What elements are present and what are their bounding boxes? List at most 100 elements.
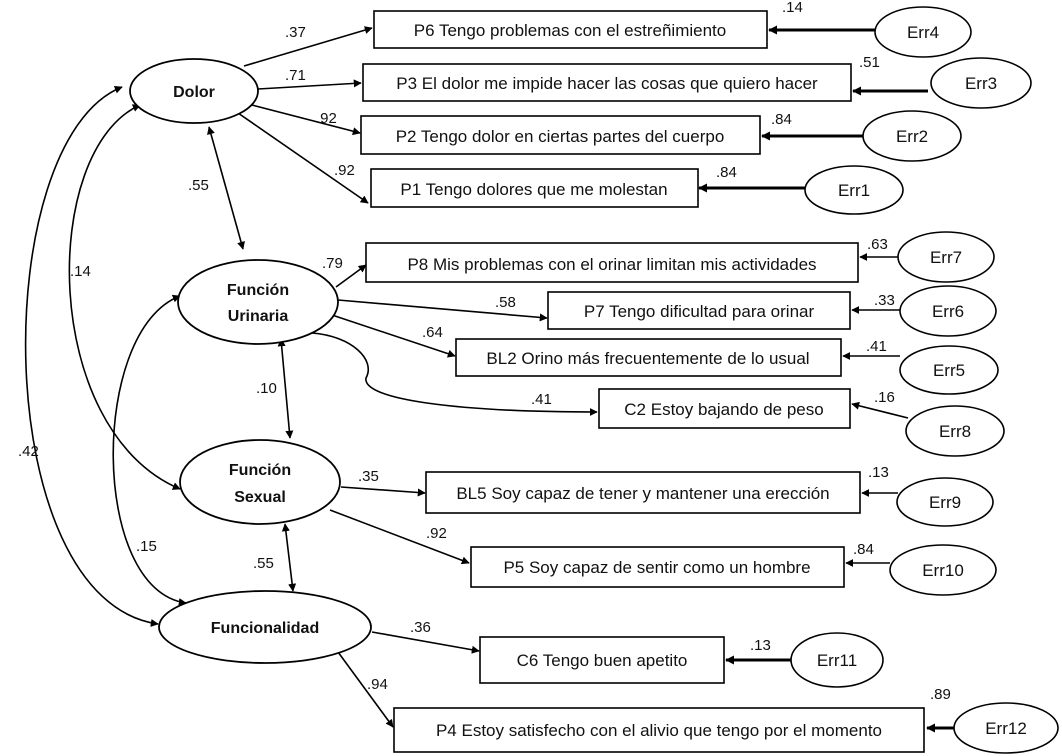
path-urin-c2 bbox=[311, 332, 598, 416]
svg-text:C2 Estoy bajando de peso: C2 Estoy bajando de peso bbox=[624, 400, 823, 419]
svg-text:Err8: Err8 bbox=[939, 422, 971, 441]
path-dolor-p6 bbox=[243, 26, 373, 67]
error-err7: Err7 bbox=[897, 231, 995, 283]
svg-text:Sexual: Sexual bbox=[234, 489, 286, 506]
coef-err5: .41 bbox=[866, 338, 887, 355]
error-err6: Err6 bbox=[899, 285, 997, 337]
svg-text:Err10: Err10 bbox=[922, 561, 964, 580]
item-p7: P7 Tengo dificultad para orinar bbox=[547, 291, 851, 330]
coef-err1: .84 bbox=[716, 164, 737, 181]
corr-dolor-urin bbox=[207, 126, 245, 250]
coef-urin-c2: .41 bbox=[531, 391, 552, 408]
item-p6: P6 Tengo problemas con el estreñimiento bbox=[373, 10, 768, 49]
svg-text:P2 Tengo dolor en ciertas part: P2 Tengo dolor en ciertas partes del cue… bbox=[396, 127, 725, 146]
error-err4: Err4 bbox=[874, 6, 972, 58]
error-err12: Err12 bbox=[953, 702, 1059, 754]
svg-text:P6 Tengo problemas con el estr: P6 Tengo problemas con el estreñimiento bbox=[414, 21, 726, 40]
svg-text:Err6: Err6 bbox=[932, 302, 964, 321]
svg-text:Err1: Err1 bbox=[838, 181, 870, 200]
coef-corr-dolor-func: .42 bbox=[18, 443, 39, 460]
item-c6: C6 Tengo buen apetito bbox=[479, 636, 725, 684]
item-p4: P4 Estoy satisfecho con el alivio que te… bbox=[393, 707, 925, 753]
corr-urin-func bbox=[112, 294, 187, 606]
item-p2: P2 Tengo dolor en ciertas partes del cue… bbox=[360, 115, 761, 155]
coef-err9: .13 bbox=[868, 464, 889, 481]
path-urin-p8 bbox=[335, 264, 367, 288]
coef-err10: .84 bbox=[853, 541, 874, 558]
coef-corr-urin-sex: .10 bbox=[256, 380, 277, 397]
coef-err6: .33 bbox=[874, 292, 895, 309]
svg-text:BL2 Orino más frecuentemente d: BL2 Orino más frecuentemente de lo usual bbox=[486, 349, 809, 368]
coef-err3: .51 bbox=[859, 54, 880, 71]
item-p3: P3 El dolor me impide hacer las cosas qu… bbox=[362, 63, 852, 102]
path-sex-bl5 bbox=[340, 486, 426, 497]
item-bl5: BL5 Soy capaz de tener y mantener una er… bbox=[425, 471, 861, 514]
error-err11: Err11 bbox=[790, 632, 884, 688]
svg-text:Err5: Err5 bbox=[933, 361, 965, 380]
error-err10: Err10 bbox=[889, 544, 997, 596]
item-bl2: BL2 Orino más frecuentemente de lo usual bbox=[455, 338, 842, 377]
svg-text:Dolor: Dolor bbox=[173, 84, 215, 101]
path-dolor-p2 bbox=[251, 104, 361, 136]
coef-dolor-p2: .92 bbox=[316, 110, 337, 127]
latent-funcion-urinaria: Función Urinaria bbox=[177, 259, 339, 345]
svg-text:Err12: Err12 bbox=[985, 719, 1027, 738]
svg-text:Err3: Err3 bbox=[965, 74, 997, 93]
coef-err12: .89 bbox=[930, 686, 951, 703]
coef-dolor-p1: .92 bbox=[334, 162, 355, 179]
svg-text:P8 Mis problemas con el orinar: P8 Mis problemas con el orinar limitan m… bbox=[407, 255, 816, 274]
coef-sex-p5: .92 bbox=[426, 525, 447, 542]
item-c2: C2 Estoy bajando de peso bbox=[598, 388, 851, 429]
corr-dolor-sex bbox=[68, 104, 181, 490]
coef-corr-dolor-urin: .55 bbox=[188, 177, 209, 194]
svg-text:Err7: Err7 bbox=[930, 248, 962, 267]
corr-urin-sex bbox=[277, 338, 294, 439]
svg-text:Función: Función bbox=[227, 282, 289, 299]
svg-text:Función: Función bbox=[229, 462, 291, 479]
latent-funcion-sexual: Función Sexual bbox=[179, 439, 341, 525]
coef-sex-bl5: .35 bbox=[358, 468, 379, 485]
svg-text:Err9: Err9 bbox=[929, 493, 961, 512]
svg-text:C6 Tengo buen apetito: C6 Tengo buen apetito bbox=[517, 651, 688, 670]
coef-err2: .84 bbox=[771, 111, 792, 128]
coef-corr-urin-func: .15 bbox=[136, 538, 157, 555]
svg-text:P7 Tengo dificultad para orina: P7 Tengo dificultad para orinar bbox=[584, 302, 815, 321]
path-dolor-p3 bbox=[257, 79, 362, 90]
error-err9: Err9 bbox=[896, 477, 994, 527]
svg-text:Err4: Err4 bbox=[907, 23, 939, 42]
coef-corr-sex-func: .55 bbox=[253, 555, 274, 572]
error-err8: Err8 bbox=[905, 405, 1005, 457]
path-urin-p7 bbox=[337, 299, 548, 322]
coef-func-p4: .94 bbox=[367, 676, 388, 693]
item-p5: P5 Soy capaz de sentir como un hombre bbox=[470, 546, 845, 588]
svg-text:P4 Estoy satisfecho con el ali: P4 Estoy satisfecho con el alivio que te… bbox=[436, 721, 882, 740]
error-err2: Err2 bbox=[862, 110, 962, 162]
coef-dolor-p6: .37 bbox=[285, 24, 306, 41]
error-err3: Err3 bbox=[930, 57, 1032, 109]
path-urin-bl2 bbox=[331, 314, 456, 358]
coef-err8: .16 bbox=[874, 389, 895, 406]
corr-sex-func bbox=[281, 523, 297, 592]
corr-dolor-func bbox=[24, 85, 159, 627]
svg-text:P1 Tengo dolores que me molest: P1 Tengo dolores que me molestan bbox=[400, 180, 667, 199]
svg-text:BL5 Soy capaz de tener y mante: BL5 Soy capaz de tener y mantener una er… bbox=[456, 484, 829, 503]
svg-text:P3 El dolor me impide hacer la: P3 El dolor me impide hacer las cosas qu… bbox=[396, 74, 818, 93]
svg-text:Err11: Err11 bbox=[817, 651, 857, 670]
svg-text:Err2: Err2 bbox=[896, 127, 928, 146]
item-p1: P1 Tengo dolores que me molestan bbox=[370, 168, 699, 208]
path-sex-p5 bbox=[329, 509, 470, 565]
latent-dolor: Dolor bbox=[129, 58, 259, 124]
coef-corr-dolor-sex: .14 bbox=[70, 263, 91, 280]
svg-text:Funcionalidad: Funcionalidad bbox=[211, 620, 319, 637]
coef-urin-p7: .58 bbox=[495, 294, 516, 311]
coef-dolor-p3: .71 bbox=[285, 67, 306, 84]
coef-err4: .14 bbox=[782, 0, 803, 16]
coef-func-c6: .36 bbox=[410, 619, 431, 636]
path-dolor-p1 bbox=[237, 112, 369, 204]
coef-err7: .63 bbox=[867, 236, 888, 253]
svg-text:Urinaria: Urinaria bbox=[228, 308, 289, 325]
path-func-p4 bbox=[337, 651, 394, 728]
latent-funcionalidad: Funcionalidad bbox=[158, 590, 372, 664]
path-func-c6 bbox=[371, 631, 480, 654]
